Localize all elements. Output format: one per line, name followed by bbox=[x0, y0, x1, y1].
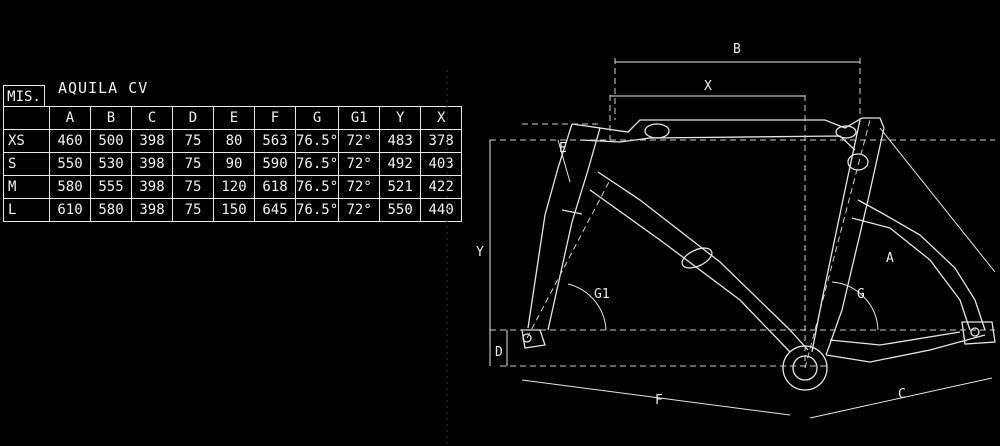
seat-axis-line bbox=[526, 179, 611, 339]
bike-frame bbox=[521, 117, 996, 391]
table-cell: 618 bbox=[254, 175, 296, 199]
label-d: D bbox=[495, 345, 503, 360]
table-row: L 610 580 398 75 150 645 76.5° 72° 550 4… bbox=[3, 198, 463, 222]
head-tube-rear bbox=[825, 127, 885, 356]
head-axis-line bbox=[804, 119, 871, 369]
table-cell: 378 bbox=[420, 129, 463, 153]
table-cell: 645 bbox=[254, 198, 296, 222]
construction-lines bbox=[490, 58, 995, 369]
rear-axle bbox=[970, 327, 980, 337]
head-tube-joint bbox=[835, 125, 857, 139]
dim-a-line bbox=[879, 127, 996, 273]
top-tube-lower-edge bbox=[579, 135, 856, 151]
mis-label: MIS. bbox=[3, 85, 45, 107]
table-cell: 460 bbox=[49, 129, 91, 153]
seat-tube-rear bbox=[547, 127, 601, 331]
label-a: A bbox=[886, 251, 894, 266]
table-cell: 75 bbox=[172, 175, 214, 199]
front-axle bbox=[522, 333, 532, 343]
table-cell: 550 bbox=[379, 198, 422, 222]
table-cell: 72° bbox=[338, 152, 381, 176]
table-cell: 90 bbox=[213, 152, 255, 176]
header-cell: X bbox=[420, 106, 463, 130]
model-name: AQUILA CV bbox=[58, 79, 149, 97]
seat-clamp bbox=[561, 209, 583, 215]
rear-dropout bbox=[961, 321, 996, 345]
label-f: F bbox=[655, 393, 663, 408]
table-cell: 580 bbox=[90, 198, 132, 222]
dimension-lines bbox=[489, 61, 996, 419]
table-cell: 72° bbox=[338, 129, 381, 153]
label-x: X bbox=[704, 79, 712, 94]
table-cell: 550 bbox=[49, 152, 91, 176]
table-cell: 398 bbox=[131, 129, 173, 153]
table-row: S 550 530 398 75 90 590 76.5° 72° 492 40… bbox=[3, 152, 463, 176]
table-cell: 76.5° bbox=[294, 175, 340, 199]
table-cell: 76.5° bbox=[294, 152, 340, 176]
table-row: XS 460 500 398 75 80 563 76.5° 72° 483 3… bbox=[3, 129, 463, 153]
table-row: M 580 555 398 75 120 618 76.5° 72° 521 4… bbox=[3, 175, 463, 199]
angle-g1-arc bbox=[567, 283, 607, 331]
header-cell: G bbox=[294, 106, 340, 130]
chain-stay-inner bbox=[829, 331, 961, 346]
table-cell: 610 bbox=[49, 198, 91, 222]
label-y: Y bbox=[476, 245, 484, 260]
table-cell: 440 bbox=[420, 198, 463, 222]
header-cell: A bbox=[49, 106, 91, 130]
down-tube-port bbox=[681, 247, 713, 269]
header-cell: C bbox=[131, 106, 173, 130]
size-cell: M bbox=[3, 175, 50, 199]
table-cell: 72° bbox=[338, 198, 381, 222]
dim-f-line bbox=[521, 379, 791, 416]
table-cell: 72° bbox=[338, 175, 381, 199]
table-cell: 580 bbox=[49, 175, 91, 199]
dim-c-line bbox=[809, 377, 993, 419]
table-cell: 76.5° bbox=[294, 198, 340, 222]
header-cell: G1 bbox=[338, 106, 381, 130]
table-cell: 398 bbox=[131, 152, 173, 176]
table-cell: 75 bbox=[172, 198, 214, 222]
geometry-table: A B C D E F G G1 Y X XS 460 500 398 75 8… bbox=[3, 106, 463, 222]
header-cell: D bbox=[172, 106, 214, 130]
down-tube-bottom bbox=[589, 189, 791, 353]
front-dropout bbox=[521, 329, 546, 349]
table-cell: 483 bbox=[379, 129, 422, 153]
top-tube-joint bbox=[644, 123, 670, 139]
top-tube bbox=[571, 117, 885, 133]
label-b: B bbox=[733, 42, 741, 57]
angle-g-arc bbox=[831, 281, 879, 331]
size-cell: L bbox=[3, 198, 50, 222]
chain-stay bbox=[825, 334, 986, 363]
header-cell: E bbox=[213, 106, 255, 130]
table-cell: 76.5° bbox=[294, 129, 340, 153]
label-g1: G1 bbox=[594, 287, 610, 302]
seat-tube-front bbox=[527, 123, 573, 329]
label-c: C bbox=[898, 387, 906, 402]
down-tube-top bbox=[597, 171, 809, 351]
headset-cup bbox=[847, 153, 869, 171]
table-cell: 500 bbox=[90, 129, 132, 153]
dim-e-line bbox=[557, 139, 571, 183]
label-e: E bbox=[559, 141, 567, 156]
table-cell: 150 bbox=[213, 198, 255, 222]
label-g: G bbox=[857, 287, 865, 302]
seat-stay-bottom bbox=[851, 217, 971, 331]
table-cell: 75 bbox=[172, 129, 214, 153]
seat-stay-top bbox=[857, 199, 986, 331]
